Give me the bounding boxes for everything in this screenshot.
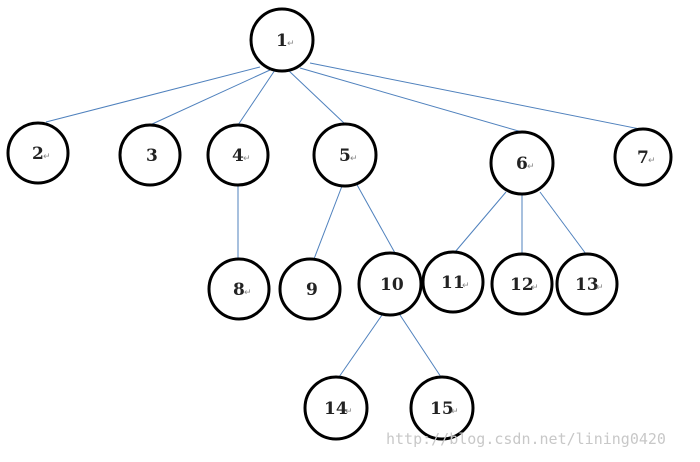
node-circle-14 xyxy=(303,375,369,441)
edge-1-5 xyxy=(287,69,346,125)
edge-5-10 xyxy=(355,182,396,254)
edge-5-9 xyxy=(313,185,343,260)
node-label-10: 10 xyxy=(380,275,404,295)
node-circle-10 xyxy=(357,251,423,317)
tree-node-4: 4↵ xyxy=(206,123,270,187)
node-circle-7 xyxy=(613,127,673,187)
tree-node-2: 2↵ xyxy=(6,121,70,185)
edge-1-4 xyxy=(237,69,276,126)
node-return-mark-11: ↵ xyxy=(462,281,470,291)
node-return-mark-6: ↵ xyxy=(527,162,535,172)
node-circle-12 xyxy=(490,252,554,316)
node-label-7: 7 xyxy=(637,148,649,168)
node-circle-13 xyxy=(555,252,619,316)
tree-node-5: 5↵ xyxy=(312,122,378,188)
node-circle-1 xyxy=(249,7,315,73)
node-return-mark-4: ↵ xyxy=(243,154,251,164)
node-return-mark-8: ↵ xyxy=(244,288,252,298)
tree-node-6: 6↵ xyxy=(489,130,555,196)
tree-node-1: 1↵ xyxy=(249,7,315,73)
node-label-4: 4 xyxy=(232,146,244,166)
tree-node-9: 9 xyxy=(278,257,342,321)
node-return-mark-5: ↵ xyxy=(350,154,358,164)
node-label-1: 1 xyxy=(276,31,288,51)
tree-node-7: 7↵ xyxy=(613,127,673,187)
node-return-mark-2: ↵ xyxy=(43,152,51,162)
node-return-mark-1: ↵ xyxy=(287,39,295,49)
node-return-mark-13: ↵ xyxy=(596,283,604,293)
tree-node-3: 3 xyxy=(118,123,182,187)
node-label-2: 2 xyxy=(32,144,44,164)
tree-node-15: 15↵ xyxy=(409,375,475,441)
edge-1-2 xyxy=(45,66,261,123)
node-label-13: 13 xyxy=(575,275,599,295)
node-circle-5 xyxy=(312,122,378,188)
node-circle-15 xyxy=(409,375,475,441)
node-circle-11 xyxy=(421,250,485,314)
node-label-9: 9 xyxy=(306,280,318,300)
corner-return-mark: ↵ xyxy=(36,0,44,4)
edge-6-13 xyxy=(539,191,587,255)
node-label-6: 6 xyxy=(516,154,528,174)
node-circle-2 xyxy=(6,121,70,185)
edge-10-14 xyxy=(338,314,383,378)
node-return-mark-7: ↵ xyxy=(648,156,656,166)
node-return-mark-12: ↵ xyxy=(531,283,539,293)
node-circle-3 xyxy=(118,123,182,187)
tree-node-13: 13↵ xyxy=(555,252,619,316)
node-label-14: 14 xyxy=(324,399,348,419)
edge-10-15 xyxy=(399,314,442,378)
tree-node-12: 12↵ xyxy=(490,252,554,316)
edge-6-11 xyxy=(454,191,507,253)
node-label-11: 11 xyxy=(441,273,465,293)
tree-node-10: 10 xyxy=(357,251,423,317)
watermark-url: http://blog.csdn.net/lining0420 xyxy=(386,430,666,448)
node-return-mark-14: ↵ xyxy=(345,407,353,417)
tree-node-11: 11↵ xyxy=(421,250,485,314)
edge-1-6 xyxy=(299,67,523,133)
node-label-15: 15 xyxy=(430,399,454,419)
node-circle-6 xyxy=(489,130,555,196)
node-label-8: 8 xyxy=(233,280,245,300)
edge-1-3 xyxy=(149,69,271,126)
edges-layer xyxy=(45,62,641,378)
node-return-mark-15: ↵ xyxy=(451,407,459,417)
tree-node-8: 8↵ xyxy=(207,257,271,321)
node-circle-8 xyxy=(207,257,271,321)
node-label-12: 12 xyxy=(510,275,534,295)
tree-node-14: 14↵ xyxy=(303,375,369,441)
node-circle-4 xyxy=(206,123,270,187)
node-label-3: 3 xyxy=(146,146,158,166)
node-circle-9 xyxy=(278,257,342,321)
node-label-5: 5 xyxy=(339,146,351,166)
edge-1-7 xyxy=(309,62,641,130)
